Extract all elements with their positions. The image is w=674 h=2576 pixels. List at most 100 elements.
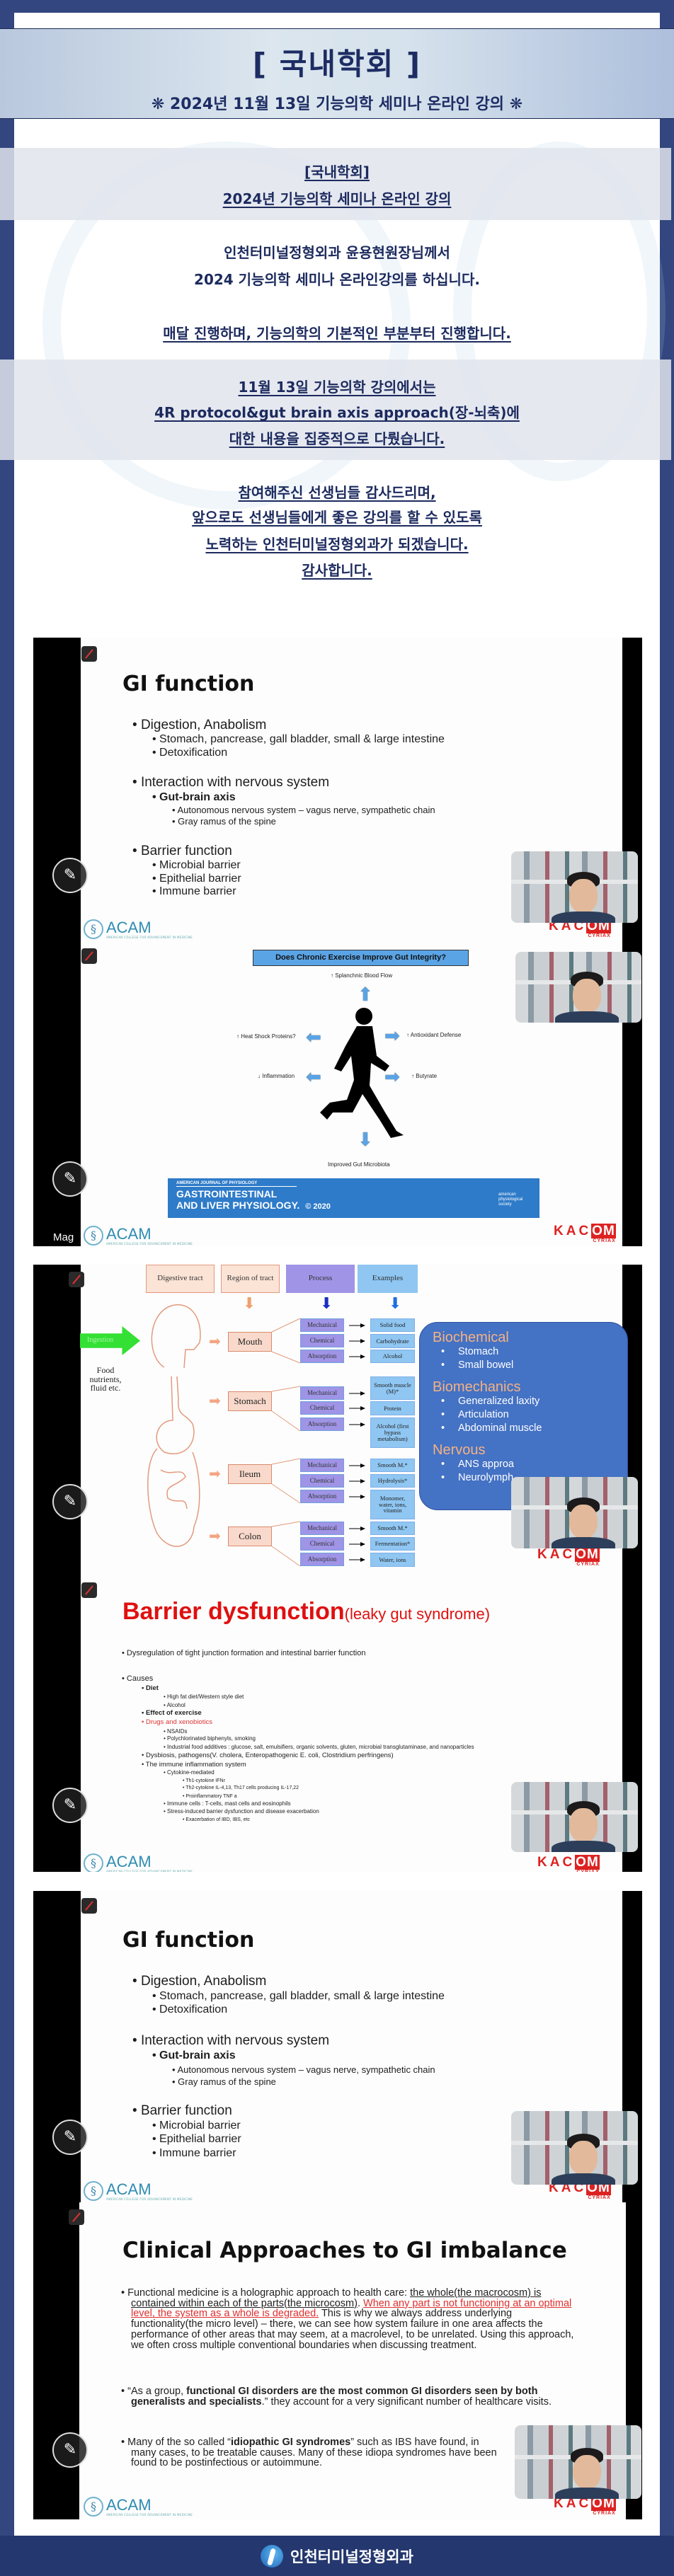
kacom-text: KAC	[554, 1224, 592, 1238]
paragraph-text: This is why we always address underlying…	[131, 2308, 574, 2351]
acam-name: ACAM	[106, 2495, 152, 2514]
figure-label: ↑ Heat Shock Proteins?	[236, 1033, 296, 1040]
journal-line2: AND LIVER PHYSIOLOGY.	[176, 1200, 300, 1211]
paragraph-text: Functional medicine is a holographic app…	[127, 2287, 411, 2299]
bullet: •	[441, 1396, 445, 1407]
presenter-body	[551, 912, 615, 923]
slide-barrier-dysfunction: Barrier dysfunction(leaky gut syndrome)D…	[33, 1572, 642, 1872]
bullet: •	[121, 2386, 128, 2397]
kacom-wordmark: KACOM	[537, 1547, 600, 1562]
bullet: •	[441, 1346, 445, 1357]
page-subtitle: ❋ 2024년 11월 13일 기능의학 세미나 온라인 강의 ❋	[0, 91, 674, 114]
process-box: Chemical	[300, 1401, 344, 1415]
intro-line-text: 앞으로도 선생님들에게 좋은 강의를 할 수 있도록	[192, 509, 482, 526]
kacom-text: KAC	[537, 1547, 576, 1562]
intro-line: [국내학회]	[0, 161, 674, 181]
mic-muted-icon	[69, 1272, 84, 1287]
anatomy-illustration	[143, 1300, 207, 1555]
bullet: •	[441, 1459, 445, 1470]
intro-line-text: 2024 기능의학 세미나 온라인강의를 하십니다.	[194, 271, 480, 288]
bullet-item: Polychlorinated biphenyls, smoking	[164, 1735, 256, 1742]
bullet-item: Th1-cytokine IFNr	[183, 1778, 225, 1783]
panel-item-text: Abdominal muscle	[458, 1422, 542, 1434]
page-title: [ 국내학회 ]	[252, 47, 422, 81]
bullet: •	[441, 1409, 445, 1420]
pencil-annotate-button[interactable]: ✎	[52, 2120, 88, 2155]
food-label: Food nutrients, fluid etc.	[89, 1365, 122, 1393]
bullet-item: Digestion, Anabolism	[132, 1974, 266, 1989]
intro-line: 2024 기능의학 세미나 온라인강의를 하십니다.	[0, 268, 674, 289]
arrow-down-icon: ⬇	[243, 1295, 256, 1313]
panel-item: •Stomach	[433, 1345, 615, 1359]
journal-line2-row: AND LIVER PHYSIOLOGY.© 2020	[176, 1200, 531, 1212]
paragraph-bullet: • Many of the so called “idiopathic GI s…	[121, 2437, 503, 2468]
example-box: Alcohol	[370, 1350, 415, 1363]
mic-muted-icon	[81, 1582, 97, 1598]
bullet-item: Barrier function	[132, 2103, 232, 2119]
intro-line: 대한 내용을 집중적으로 다뤘습니다.	[0, 427, 674, 448]
intro-line: 매달 진행하며, 기능의학의 기본적인 부분부터 진행합니다.	[0, 322, 674, 343]
presenter-webcam[interactable]	[511, 1782, 638, 1852]
bullet-item: Dysregulation of tight junction formatio…	[122, 1649, 366, 1657]
panel-item-text: Generalized laxity	[458, 1396, 540, 1407]
acam-emblem-icon: §	[84, 1853, 103, 1872]
paragraph-text: “As a group,	[127, 2386, 187, 2397]
presenter-webcam[interactable]	[511, 2111, 638, 2185]
pencil-annotate-button[interactable]: ✎	[52, 1788, 88, 1823]
intro-band	[0, 148, 671, 220]
presenter-body	[551, 1841, 615, 1852]
bullet-item: Microbial barrier	[152, 2120, 241, 2132]
presenter-webcam[interactable]	[511, 1477, 638, 1548]
pencil-annotate-button[interactable]: ✎	[52, 2432, 88, 2468]
paragraph-text: functional GI disorders are the most com…	[131, 2386, 538, 2408]
mic-muted-icon	[81, 1898, 97, 1914]
intro-line-text: 대한 내용을 집중적으로 다뤘습니다.	[229, 430, 445, 447]
acam-name: ACAM	[106, 918, 152, 936]
runner-silhouette-icon	[320, 1006, 405, 1148]
pencil-annotate-button[interactable]: ✎	[52, 1484, 88, 1519]
presenter-name-caption: Mag	[53, 1231, 74, 1243]
bullet: •	[441, 1422, 445, 1434]
panel-item: •Articulation	[433, 1408, 615, 1422]
bullet-item: Epithelial barrier	[152, 873, 241, 885]
presenter-webcam[interactable]	[511, 851, 638, 923]
region-arrow-icon: ➡	[209, 1392, 221, 1409]
pencil-annotate-button[interactable]: ✎	[52, 1161, 88, 1197]
cyriax-text: CYRIAX	[593, 1238, 616, 1243]
presenter-webcam[interactable]	[515, 952, 641, 1023]
region-arrow-icon: ➡	[209, 1527, 221, 1544]
bullet-item: Stress-induced barrier dysfunction and d…	[164, 1808, 319, 1815]
bullet-item: Effect of exercise	[142, 1709, 202, 1717]
slide-clinical-approaches: Clinical Approaches to GI imbalance• Fun…	[33, 2202, 642, 2519]
presenter-body	[551, 2173, 615, 2185]
bullet-item: Digestion, Anabolism	[132, 718, 266, 733]
presenter-webcam[interactable]	[515, 2425, 641, 2499]
region-arrow-icon: ➡	[209, 1465, 221, 1482]
region-box: Mouth	[228, 1332, 272, 1352]
panel-section-title: Biomechanics	[433, 1379, 521, 1395]
example-box: Water, ions	[370, 1553, 415, 1567]
acam-emblem-icon: §	[84, 919, 103, 939]
slide-gi-function: GI functionDigestion, AnabolismStomach, …	[33, 638, 642, 941]
arrow-down-icon: ⬇	[358, 1129, 373, 1151]
intro-line: 감사합니다.	[0, 559, 674, 580]
arrow-left-icon: ⬅	[306, 1066, 321, 1088]
mic-muted-icon	[69, 2209, 84, 2225]
bullet-item: Autonomous nervous system – vagus nerve,…	[172, 805, 435, 815]
process-box: Absorption	[300, 1490, 344, 1503]
bullet-item: Alcohol	[164, 1702, 185, 1708]
bullet-item: Dysbiosis, pathogens(V. cholera, Enterop…	[142, 1752, 394, 1759]
pencil-annotate-button[interactable]: ✎	[52, 858, 88, 893]
paragraph-bullet: • Functional medicine is a holographic a…	[121, 2288, 581, 2350]
acam-subtitle: AMERICAN COLLEGE FOR ADVANCEMENT IN MEDI…	[106, 1241, 193, 1246]
process-box: Mechanical	[300, 1386, 344, 1400]
example-box: Smooth muscle (M)*	[370, 1376, 415, 1400]
acam-subtitle: AMERICAN COLLEGE FOR ADVANCEMENT IN MEDI…	[106, 2512, 193, 2517]
cyriax-text: CYRIAX	[588, 933, 611, 938]
intro-band	[0, 360, 671, 460]
